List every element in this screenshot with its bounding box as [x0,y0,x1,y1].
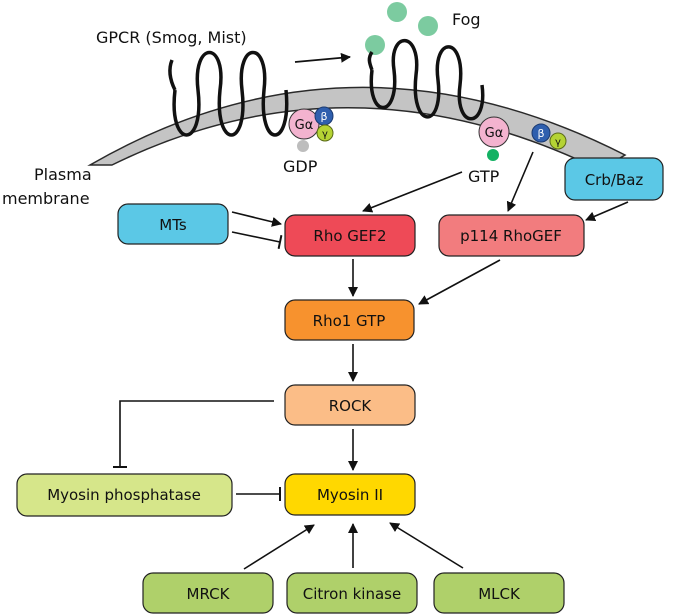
edge-crbbaz-to-p114 [585,201,629,222]
gamma-subunit-right [549,132,567,150]
crb-baz-box [564,157,664,201]
gpcr-tail-left [168,59,177,91]
citron-kinase-box [286,572,418,614]
rho1-gtp-label: Rho1 GTP [313,312,386,330]
gtp-dot [487,149,499,161]
edge-betagamma-to-p114 [506,151,534,212]
edge-mrck-to-myosin [243,524,315,570]
fog-label: Fog [452,10,481,29]
edge-mts-activates-rhogef2 [231,211,282,227]
mlck-label: MLCK [478,585,521,603]
rock-box [284,384,416,426]
plasma-label: Plasma [34,165,92,184]
myosin-phosphatase-box [16,473,233,517]
rho-gef2-box [284,214,416,257]
citron-kinase-label: Citron kinase [303,585,401,603]
edge-rock-inhibits-phosphatase [113,400,274,468]
gamma-subunit-left [316,124,334,142]
myosin-ii-label: Myosin II [317,486,383,504]
gpcr-receptor-right [369,38,485,121]
mlck-box [433,572,565,614]
myosin-ii-box [284,473,416,516]
plasma-membrane [87,86,627,171]
gamma-right-label: γ [555,137,561,148]
myosin-phosphatase-label: Myosin phosphatase [47,486,201,504]
edge-galpha-to-rhogef2 [362,171,463,213]
rho-gef2-label: Rho GEF2 [313,227,386,245]
p114-rhogef-label: p114 RhoGEF [460,227,562,245]
gtp-label: GTP [468,167,500,186]
mrck-box [142,572,274,614]
edge-mts-inhibits-rhogef2 [231,231,283,250]
beta-subunit-right [531,123,551,143]
fog-dot [418,16,438,36]
gpcr-arrow [294,52,351,63]
g-alpha-right-label: Gα [485,126,504,141]
gpcr-receptor-left [172,50,289,137]
fog-dot [365,35,385,55]
beta-left-label: β [320,110,327,123]
gdp-label: GDP [283,157,318,176]
membrane-label: membrane [2,189,90,208]
gpcr-tail-right [367,51,374,71]
edge-mlck-to-myosin [389,522,464,569]
crb-baz-label: Crb/Baz [585,171,644,189]
gamma-left-label: γ [322,129,328,140]
mts-box [117,203,229,245]
rock-label: ROCK [329,397,373,415]
rho1-gtp-box [284,299,415,341]
fog-dot [387,2,407,22]
beta-right-label: β [537,127,544,140]
edge-p114-to-rho1 [418,259,501,305]
g-alpha-right [478,116,510,148]
gpcr-label: GPCR (Smog, Mist) [96,28,247,47]
g-alpha-left-label: Gα [295,118,314,133]
p114-rhogef-box [438,214,585,257]
mrck-label: MRCK [187,585,231,603]
gdp-dot [297,140,309,152]
mts-label: MTs [159,216,187,234]
